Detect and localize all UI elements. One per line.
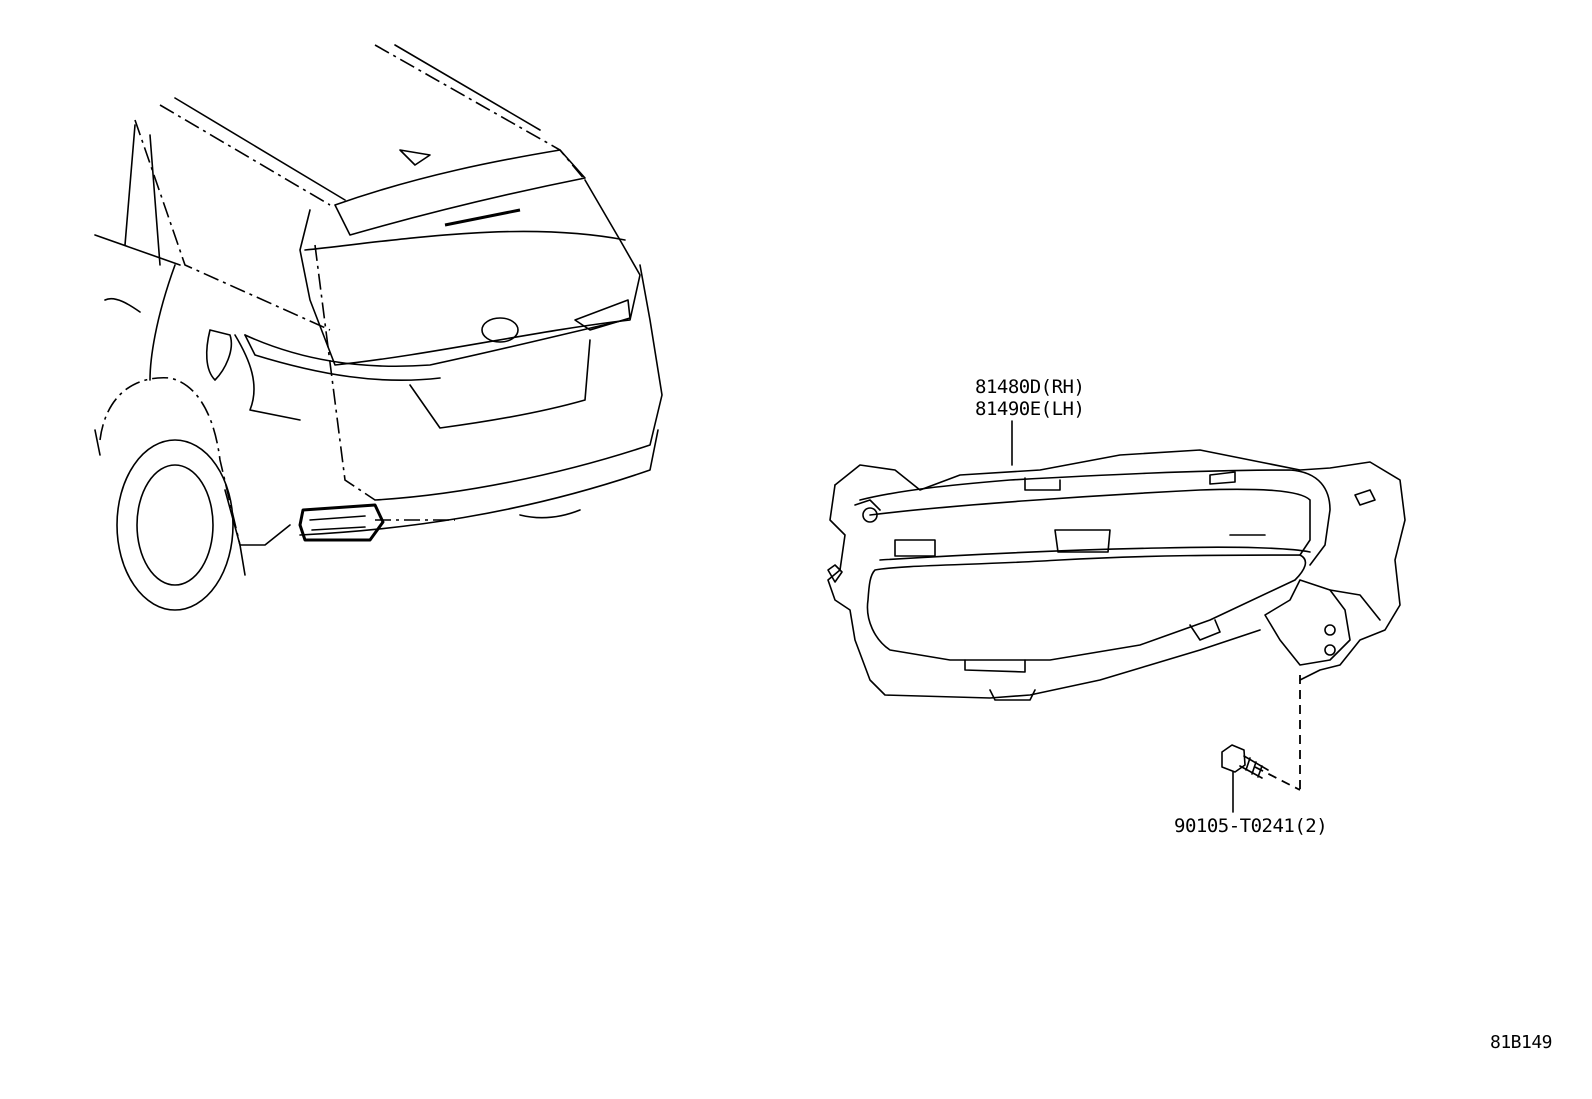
figure-id: 81B149 xyxy=(1490,1032,1553,1053)
part-number-lh: 81490E(LH) xyxy=(975,398,1085,420)
bolt-part-number: 90105-T0241(2) xyxy=(1174,815,1328,837)
part-number-rh: 81480D(RH) xyxy=(975,376,1085,398)
